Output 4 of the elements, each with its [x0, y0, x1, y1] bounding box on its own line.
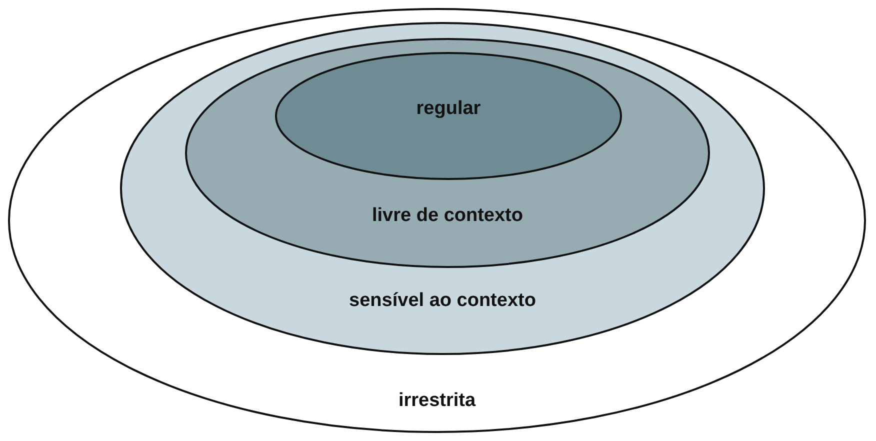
- set-label: livre de contexto: [372, 205, 523, 227]
- set-label: irrestrita: [398, 390, 476, 412]
- set-label: sensível ao contexto: [349, 290, 536, 312]
- set-label: regular: [416, 98, 481, 120]
